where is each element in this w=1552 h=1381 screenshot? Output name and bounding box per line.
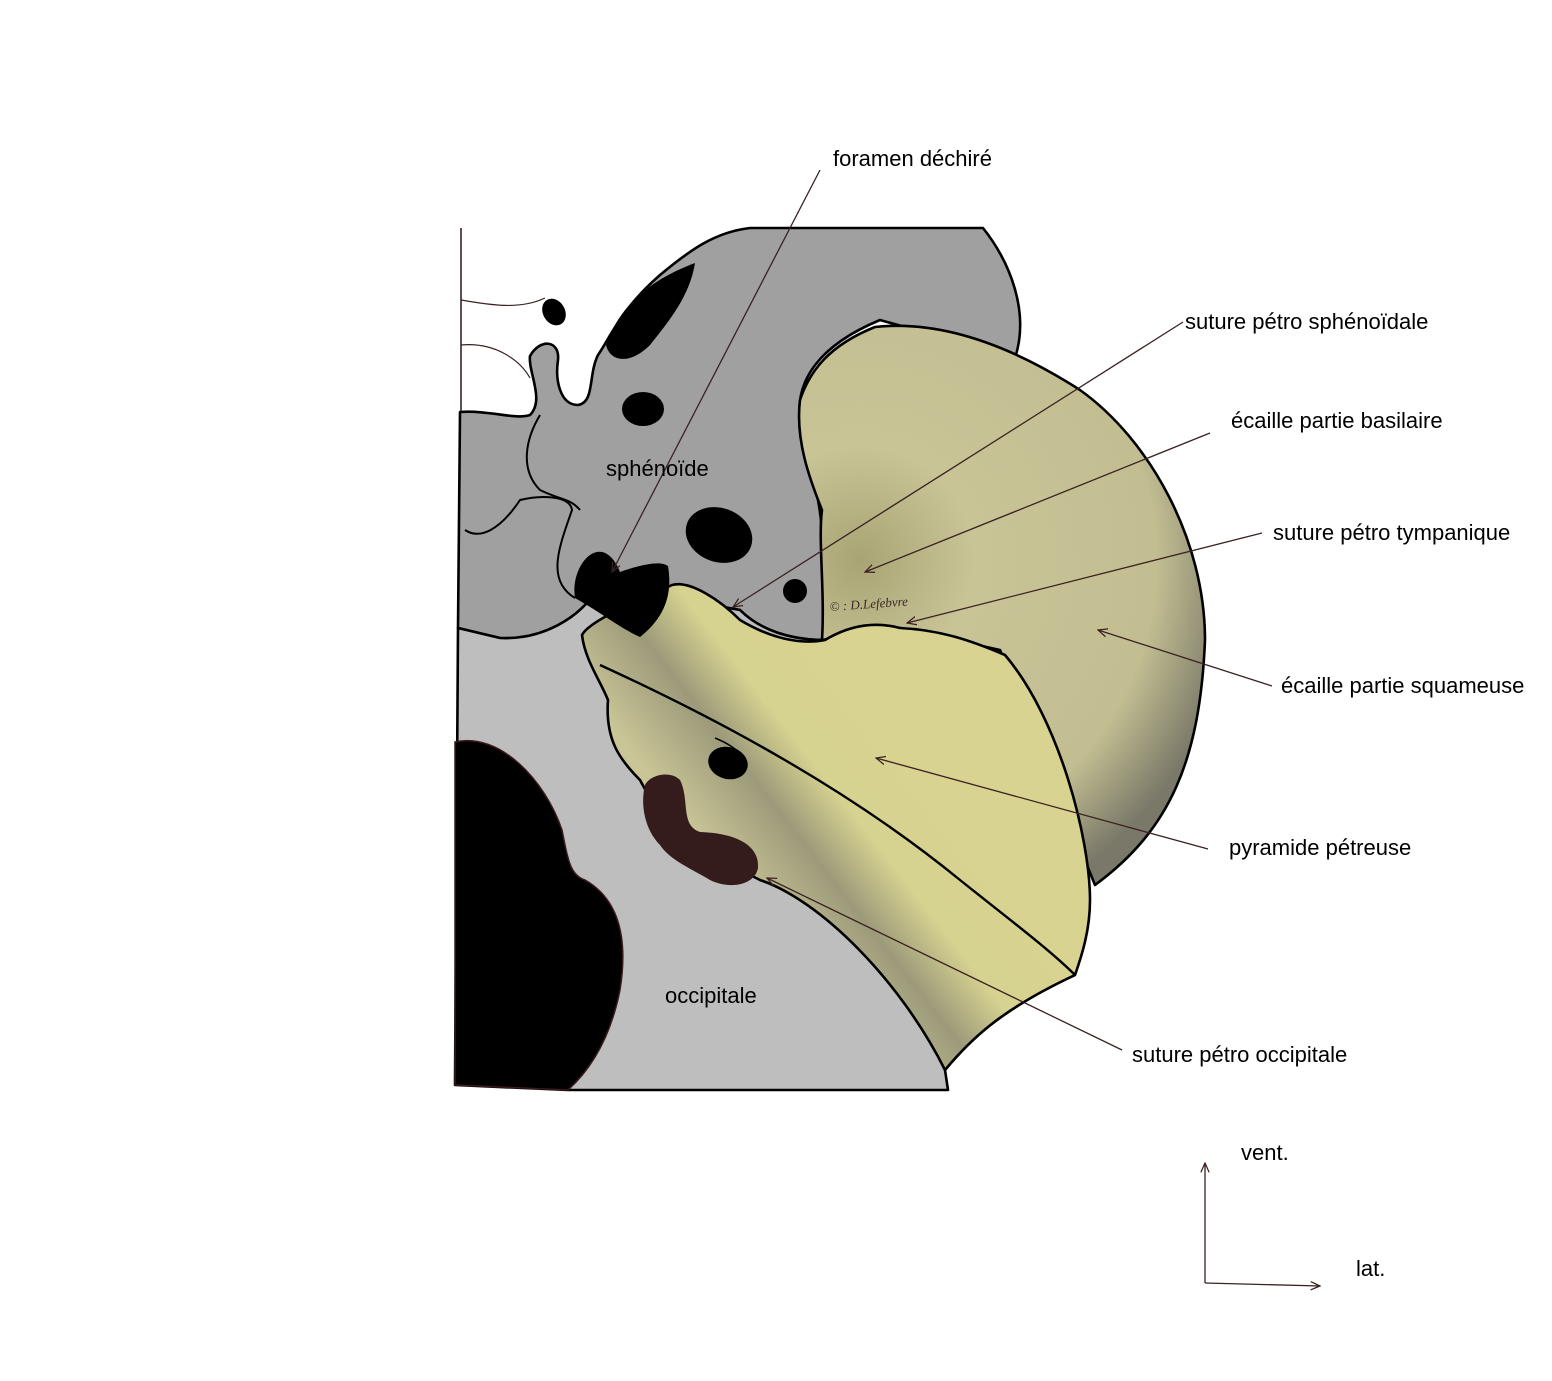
jugular-foramen [643,774,759,886]
midline-curve-upper [460,297,546,306]
leader-suture-petro-occipitale [767,878,1123,1051]
meatus-rim [714,737,746,761]
leader-suture-petro-tympanique [907,532,1263,623]
sphenoid-inner-line-1 [525,414,581,511]
pyramid-crest [599,663,1076,976]
leader-foramen-dechire [612,169,821,572]
sphenoid-inner-line-2 [464,496,576,599]
internal-acoustic-meatus [708,746,748,780]
sphenoid-bone [456,226,1022,642]
author-signature: © : D.Lefebvre [829,594,908,614]
leader-pyramide-petreuse [876,758,1209,850]
label-suture-petro-occipitale: suture pétro occipitale [1132,1042,1347,1067]
midline-curve-lower [460,344,531,379]
sphenoid-foramen-ovale [685,507,753,563]
orientation-label-ventral: vent. [1241,1140,1289,1165]
label-ecaille-partie-basilaire: écaille partie basilaire [1231,408,1443,433]
foramen-magnum [454,739,624,1091]
label-pyramide-petreuse: pyramide pétreuse [1229,835,1411,860]
midline-small-foramen [542,298,566,326]
label-occipitale: occipitale [665,983,757,1008]
label-suture-petro-tympanique: suture pétro tympanique [1273,520,1510,545]
squama-partie-squameuse [797,324,1207,887]
leader-suture-petro-sphenoidale [733,321,1184,607]
pyramide-petreuse-shape [580,582,1092,1072]
label-ecaille-partie-squameuse: écaille partie squameuse [1281,673,1524,698]
label-sphenoide: sphénoïde [606,456,709,481]
label-suture-petro-sphenoidale: suture pétro sphénoïdale [1185,309,1428,334]
leader-ecaille-partie-basilaire [865,432,1211,572]
leader-ecaille-partie-squameuse [1098,630,1273,687]
orientation-label-lateral: lat. [1356,1256,1385,1281]
foramen-lacerum [574,551,670,637]
sphenoid-foramen-upper [622,392,664,426]
orientation-arrow-lateral [1204,1283,1320,1286]
sphenoid-fissure [606,263,695,359]
sphenoid-foramen-spinosum [783,579,807,603]
label-foramen-dechire: foramen déchiré [833,146,992,171]
